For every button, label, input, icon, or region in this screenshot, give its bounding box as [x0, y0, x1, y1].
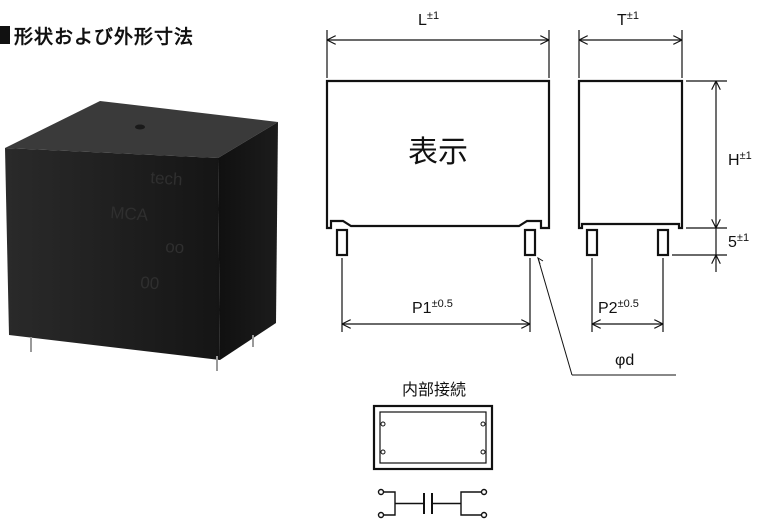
- dim-H: [686, 80, 727, 229]
- dim-L: [326, 30, 550, 78]
- dim-P1-label: P1±0.5: [412, 298, 453, 317]
- photo-top-mark: [135, 124, 145, 130]
- dim-lead-length: [672, 228, 727, 272]
- photo-marking-4: 00: [140, 273, 160, 293]
- dim-H-label: H±1: [728, 150, 752, 169]
- heading-square-bullet: [0, 26, 10, 44]
- dim-L-label: L±1: [418, 10, 439, 29]
- side-view: [577, 79, 684, 257]
- side-lead-right: [656, 228, 670, 257]
- photo-side-face: [218, 122, 278, 360]
- internal-connection-title: 内部接続: [402, 380, 466, 399]
- capacitor-photo: tech MCA oo 00: [5, 101, 278, 371]
- side-lead-left: [585, 228, 599, 257]
- capacitor-symbol-icon: [377, 488, 488, 519]
- dim-d-label: φd: [615, 352, 634, 369]
- photo-marking-1: tech: [150, 168, 183, 189]
- front-marking-label: 表示: [408, 136, 468, 169]
- dim-P2: [591, 258, 664, 332]
- dim-P1: [341, 258, 531, 332]
- front-lead-left: [335, 228, 349, 257]
- front-view: [325, 79, 551, 257]
- dim-T-label: T±1: [617, 10, 639, 29]
- dim-P2-label: P2±0.5: [598, 298, 639, 317]
- dim-d-leader: [537, 256, 676, 376]
- section-heading: 形状および外形寸法: [0, 22, 194, 48]
- side-body: [577, 79, 684, 230]
- photo-marking-2: MCA: [110, 203, 150, 225]
- front-body: [325, 79, 551, 230]
- photo-marking-3: oo: [165, 237, 185, 257]
- dim-lead-label: 5±1: [728, 232, 749, 251]
- photo-front-face: [5, 148, 220, 360]
- internal-connection-box: [372, 404, 494, 471]
- heading-text: 形状および外形寸法: [14, 25, 195, 48]
- dim-T: [578, 30, 683, 78]
- photo-top-face: [5, 101, 278, 158]
- front-lead-right: [523, 228, 537, 257]
